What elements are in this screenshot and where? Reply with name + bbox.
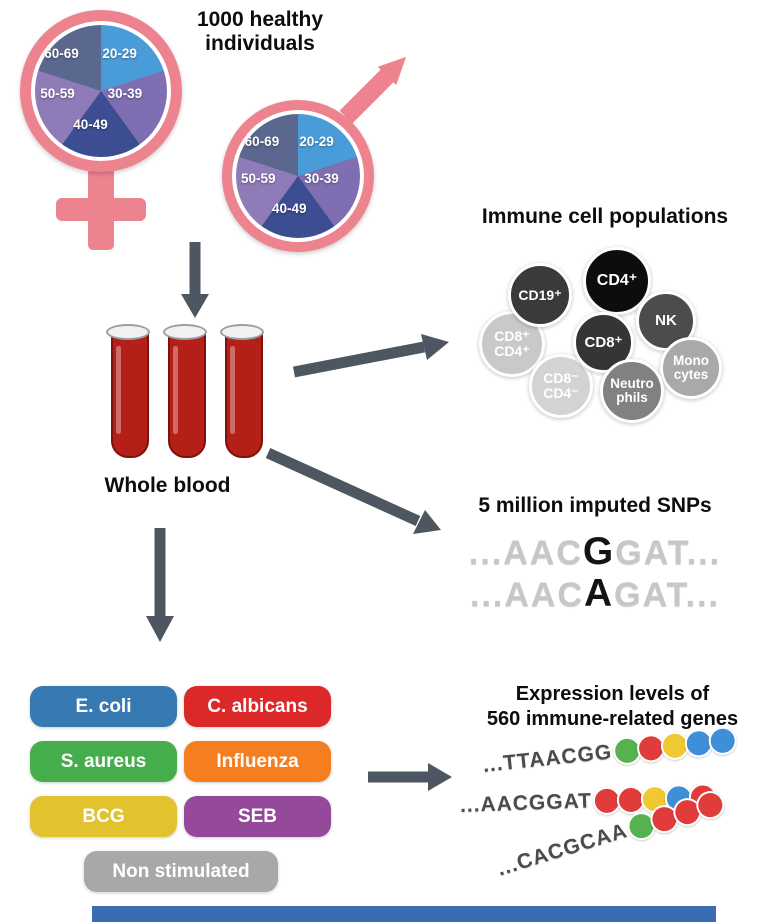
cell-circle-monocytes: Mono cytes [660, 337, 722, 399]
female-symbol: 20-29 30-39 40-49 50-59 60-69 [20, 10, 190, 260]
tube-body [225, 332, 263, 458]
arrow-blood-to-stimuli [146, 528, 174, 642]
blood-tube [163, 324, 207, 464]
snps-title: 5 million imputed SNPs [478, 494, 712, 517]
male-symbol: 20-29 30-39 40-49 50-59 60-69 [222, 47, 452, 270]
snp-variant-allele: A [584, 572, 615, 615]
tube-body [111, 332, 149, 458]
whole-blood-label: Whole blood [104, 474, 231, 497]
tube-rim [106, 324, 150, 340]
cell-circle-neutrophils: Neutro phils [600, 359, 664, 423]
arrow-blood-to-snps [265, 447, 441, 534]
cell-circle-cd8-cd4-dn: CD8⁻ CD4⁻ [529, 354, 593, 418]
stimulus-s-aureus: S. aureus [30, 741, 177, 782]
tube-body [168, 332, 206, 458]
pie-label-60-69: 60-69 [44, 46, 79, 62]
gene-sequence: ...CACGCAA [494, 819, 631, 881]
snp-seq-post: GAT... [614, 576, 720, 614]
cohort-title-line2: individuals [205, 32, 315, 56]
cohort-title-line1: 1000 healthy [196, 8, 324, 31]
blood-tube [220, 324, 264, 464]
stimulus-c-albicans: C. albicans [184, 686, 331, 727]
male-ring: 20-29 30-39 40-49 50-59 60-69 [222, 100, 374, 252]
arrow-stimuli-to-expression [368, 763, 452, 791]
blood-tube [106, 324, 150, 464]
pie-label-50-59: 50-59 [40, 85, 75, 101]
expression-row: ...TTAACGG [482, 725, 738, 779]
snp-seq-pre: ...AAC [468, 534, 583, 572]
pie-label-60-69: 60-69 [244, 133, 280, 149]
age-pie: 20-29 30-39 40-49 50-59 60-69 [236, 114, 360, 238]
arrow-blood-to-cells [292, 334, 449, 378]
expression-title-line1: Expression levels of [515, 683, 710, 705]
pie-label-20-29: 20-29 [102, 46, 137, 62]
stimulus-e-coli: E. coli [30, 686, 177, 727]
snp-variant-allele: G [582, 530, 616, 573]
female-symbol-crossbar [56, 198, 146, 221]
stimulus-influenza: Influenza [184, 741, 331, 782]
bead-blue [707, 725, 738, 757]
stimulus-non-stimulated: Non stimulated [84, 851, 278, 892]
pie-label-20-29: 20-29 [299, 133, 334, 149]
bottom-bar [92, 906, 716, 922]
male-symbol-arrow [337, 47, 416, 126]
cell-circle-cd19: CD19⁺ [508, 263, 572, 327]
age-pie: 20-29 30-39 40-49 50-59 60-69 [35, 25, 167, 157]
cell-circle-cd4: CD4⁺ [583, 247, 651, 315]
immune-populations-title: Immune cell populations [481, 205, 729, 228]
snp-sequence-2: ...AACAGAT... [430, 572, 760, 616]
pie-label-40-49: 40-49 [73, 117, 108, 133]
gene-sequence: ...TTAACGG [481, 740, 614, 777]
snp-sequence-1: ...AACGGAT... [430, 530, 760, 574]
gene-sequence: ...AACGGAT [459, 789, 593, 817]
stimulus-bcg: BCG [30, 796, 177, 837]
pie-label-30-39: 30-39 [107, 85, 143, 101]
tube-rim [163, 324, 207, 340]
expression-title: Expression levels of 560 immune-related … [455, 682, 770, 732]
tube-rim [220, 324, 264, 340]
snp-seq-post: GAT... [615, 534, 722, 572]
pie-label-40-49: 40-49 [271, 200, 307, 216]
stimulus-seb: SEB [184, 796, 331, 837]
blood-tubes [106, 324, 276, 466]
cohort-title: 1000 healthy individuals [170, 8, 350, 56]
pie-label-30-39: 30-39 [304, 171, 339, 187]
female-ring: 20-29 30-39 40-49 50-59 60-69 [20, 10, 182, 172]
pie-label-50-59: 50-59 [240, 171, 276, 187]
snp-seq-pre: ...AAC [470, 576, 584, 614]
expression-title-line2: 560 immune-related genes [486, 708, 739, 730]
